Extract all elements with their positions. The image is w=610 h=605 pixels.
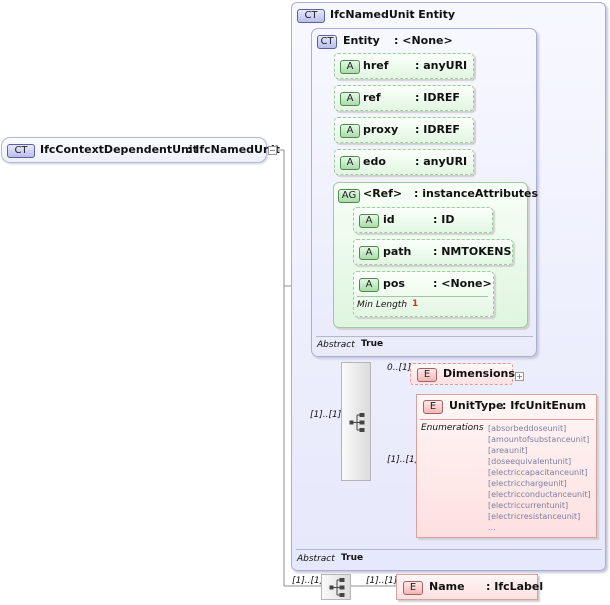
expand-toggle-icon[interactable]: + [515, 372, 524, 381]
element-name-label[interactable]: E Name : IfcLabel [396, 574, 543, 600]
attribute-type: : IDREF [415, 123, 460, 136]
attribute-name: id [383, 213, 395, 226]
attribute-edo[interactable]: A edo : anyURI [334, 149, 474, 175]
attribute-icon: A [340, 124, 360, 138]
enumerations-label: Enumerations [421, 423, 484, 433]
facet-value: 1 [412, 299, 419, 309]
attribute-icon: A [340, 92, 360, 106]
abstract-label: Abstract [297, 554, 335, 564]
named-unit-name: IfcNamedUnit [330, 8, 415, 21]
element-name: Dimensions [443, 367, 515, 380]
attribute-name: path [383, 245, 412, 258]
enumeration-value: [electriccurrentunit] [488, 501, 569, 510]
attribute-type: : <None> [433, 277, 492, 290]
attribute-name: proxy [363, 123, 399, 136]
attribute-group-type: : instanceAttributes [414, 187, 539, 200]
element-name: UnitType [449, 399, 504, 412]
enumeration-value: [electricresistanceunit] [488, 512, 581, 521]
abstract-value: True [361, 339, 384, 349]
element-icon: E [417, 368, 437, 382]
attribute-href[interactable]: A href : anyURI [334, 53, 474, 79]
attribute-id[interactable]: A id : ID [353, 207, 493, 233]
sequence-compositor[interactable] [321, 574, 351, 600]
enumeration-list: [absorbeddoseunit] [amountofsubstanceuni… [488, 423, 596, 533]
enumeration-value: [amountofsubstanceunit] [488, 435, 590, 444]
complex-type-icon: CT [317, 35, 337, 49]
enumeration-value: [areaunit] [488, 446, 528, 455]
attribute-type: : NMTOKENS [433, 245, 512, 258]
abstract-label: Abstract [317, 340, 355, 350]
attribute-group-icon: AG [338, 189, 360, 203]
facet-label: Min Length [357, 300, 408, 310]
entity-type: : <None> [394, 34, 453, 47]
enumeration-value: [absorbeddoseunit] [488, 424, 567, 433]
entity-name: Entity [343, 34, 380, 47]
sequence-compositor[interactable] [341, 362, 371, 481]
attribute-type: : ID [433, 213, 455, 226]
sequence-icon [349, 413, 365, 432]
sequence-multiplicity: [1]..[1] [292, 576, 324, 586]
dimensions-multiplicity: 0..[1] [387, 363, 412, 373]
root-name: IfcContextDependentUnit [40, 143, 198, 156]
element-icon: E [403, 581, 423, 595]
element-name: Name [429, 580, 465, 593]
divider [357, 296, 488, 297]
root-type: : IfcNamedUnit [187, 143, 280, 156]
element-dimensions[interactable]: E Dimensions [410, 363, 515, 385]
sequence-icon [329, 578, 345, 597]
attribute-name: href [363, 59, 389, 72]
element-type: : IfcLabel [486, 580, 544, 593]
attribute-type: : anyURI [415, 59, 468, 72]
name-multiplicity: [1]..[1] [366, 576, 398, 586]
attribute-pos[interactable]: A pos : <None> Min Length 1 [353, 271, 494, 317]
enumeration-value: [doseequivalentunit] [488, 457, 572, 466]
element-type: : IfcUnitEnum [502, 399, 587, 412]
attribute-icon: A [359, 278, 379, 292]
enumeration-value: [electricconductanceunit] [488, 490, 591, 499]
root-complex-type[interactable]: CT IfcContextDependentUnit : IfcNamedUni… [1, 137, 280, 163]
complex-type-icon: CT [297, 9, 325, 23]
enumeration-value: [electriccapacitanceunit] [488, 468, 588, 477]
attribute-name: edo [363, 155, 386, 168]
attribute-type: : anyURI [415, 155, 468, 168]
abstract-value: True [341, 553, 364, 563]
attribute-name: pos [383, 277, 405, 290]
attribute-icon: A [340, 156, 360, 170]
attribute-proxy[interactable]: A proxy : IDREF [334, 117, 474, 143]
divider [296, 549, 602, 550]
element-icon: E [423, 400, 443, 414]
collapse-toggle-icon[interactable]: − [268, 146, 277, 155]
sequence-multiplicity: [1]..[1] [310, 410, 342, 420]
attribute-group-name: <Ref> [363, 187, 403, 200]
complex-type-icon: CT [7, 144, 35, 158]
unit-type-multiplicity: [1]..[1] [387, 455, 419, 465]
divider [420, 419, 594, 420]
divider [316, 336, 533, 337]
named-unit-type: : Entity [410, 8, 456, 21]
enumeration-value: ... [488, 523, 496, 532]
attribute-path[interactable]: A path : NMTOKENS [353, 239, 513, 265]
attribute-type: : IDREF [415, 91, 460, 104]
attribute-icon: A [340, 60, 360, 74]
attribute-icon: A [359, 246, 379, 260]
attribute-name: ref [363, 91, 381, 104]
element-unit-type[interactable]: E UnitType : IfcUnitEnum Enumerations [a… [416, 394, 597, 538]
enumeration-value: [electricchargeunit] [488, 479, 567, 488]
attribute-ref[interactable]: A ref : IDREF [334, 85, 474, 111]
attribute-icon: A [359, 214, 379, 228]
